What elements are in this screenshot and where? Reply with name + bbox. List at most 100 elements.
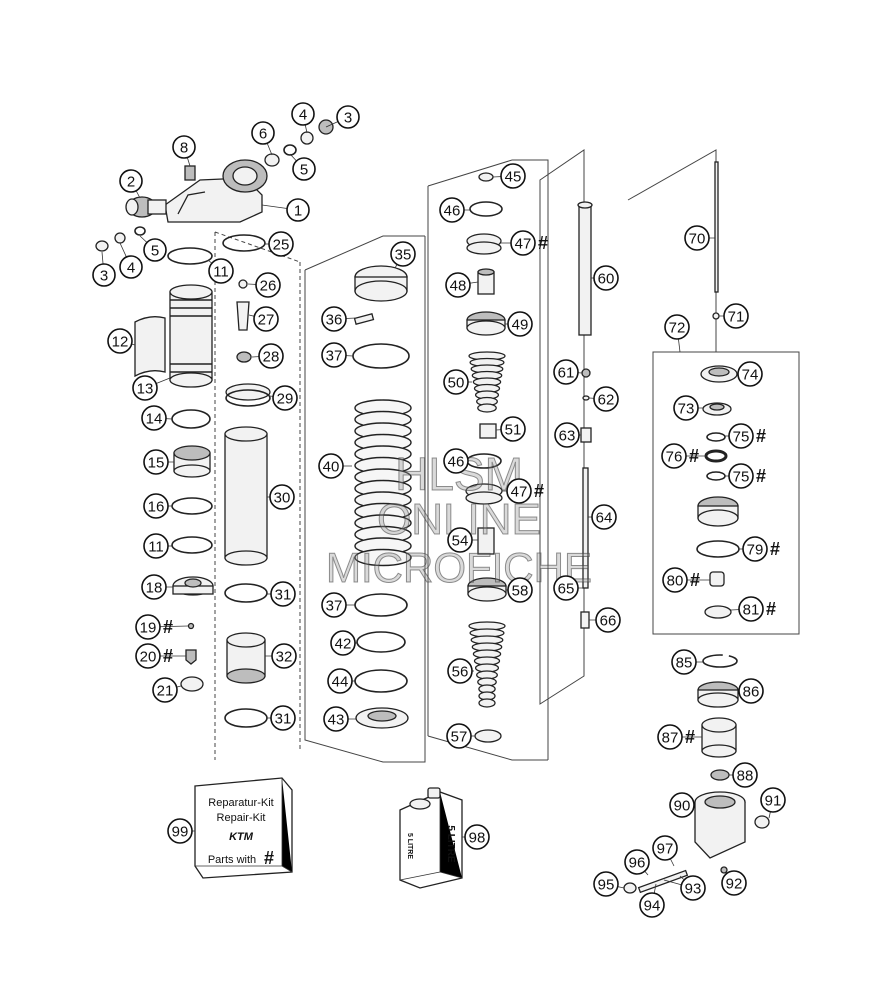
cap-32-part bbox=[226, 632, 266, 684]
callout-circle bbox=[107, 328, 133, 354]
callout-number: 74 bbox=[742, 367, 759, 384]
kit-label-2: Repair-Kit bbox=[217, 812, 266, 824]
callout-number: 76 bbox=[666, 449, 683, 466]
callout-number: 85 bbox=[676, 655, 693, 672]
oil-can bbox=[399, 787, 463, 889]
callout-circle bbox=[143, 533, 169, 559]
callout-circle bbox=[671, 649, 697, 675]
callout-31: 31 bbox=[267, 581, 296, 607]
callout-number: 88 bbox=[737, 768, 754, 785]
callout-number: 46 bbox=[444, 203, 461, 220]
callout-4: 4 bbox=[119, 242, 143, 279]
part-62 bbox=[582, 395, 590, 401]
callout-number: 97 bbox=[657, 841, 674, 858]
kit-hash-symbol: # bbox=[264, 848, 274, 868]
callout-number: 28 bbox=[263, 349, 280, 366]
callout-circle bbox=[143, 493, 169, 519]
callout-circle bbox=[553, 359, 579, 385]
adjuster-ring-35-part bbox=[354, 265, 408, 302]
callout-number: 25 bbox=[273, 237, 290, 254]
valve-20-part bbox=[185, 649, 197, 665]
protective-sleeve-part bbox=[134, 316, 166, 378]
callout-number: 27 bbox=[258, 312, 275, 329]
ring-42-part bbox=[356, 631, 406, 653]
callout-circle bbox=[132, 375, 158, 401]
callout-circle bbox=[253, 306, 279, 332]
callout-number: 11 bbox=[213, 264, 229, 281]
callout-number: 12 bbox=[112, 334, 129, 351]
callout-number: 5 bbox=[300, 162, 308, 179]
callout-circle bbox=[152, 677, 178, 703]
repair-kit-hash-marker: # bbox=[534, 481, 544, 501]
callout-32: 32 bbox=[265, 643, 297, 669]
ball-71-part bbox=[712, 312, 720, 320]
callout-number: 95 bbox=[598, 877, 615, 894]
callout-79: 79# bbox=[739, 536, 780, 562]
callout-62: 62 bbox=[588, 386, 619, 412]
callout-73: 73 bbox=[673, 395, 703, 421]
callout-number: 35 bbox=[395, 247, 412, 264]
callout-number: 13 bbox=[137, 381, 154, 398]
cylinder-30-part bbox=[224, 426, 268, 566]
housing-78-part bbox=[697, 496, 739, 527]
callout-54: 54 bbox=[447, 527, 478, 553]
callout-19: 19# bbox=[135, 614, 189, 640]
ball-19-part bbox=[187, 622, 195, 630]
callout-circle bbox=[657, 724, 683, 750]
callout-number: 31 bbox=[275, 711, 292, 728]
o-ring-11-part bbox=[167, 247, 213, 265]
callout-37: 37 bbox=[321, 342, 354, 368]
callout-number: 20 bbox=[140, 649, 157, 666]
repair-kit-hash-marker: # bbox=[163, 646, 173, 666]
callout-63: 63 bbox=[554, 422, 581, 448]
shim-disc bbox=[477, 403, 497, 413]
callout-circle bbox=[119, 169, 143, 193]
o-ring-14-part bbox=[171, 409, 211, 429]
callout-circle bbox=[443, 369, 469, 395]
callout-circle bbox=[92, 263, 116, 287]
callout-57: 57 bbox=[446, 723, 475, 749]
callout-circle bbox=[732, 762, 758, 788]
callout-number: 31 bbox=[275, 587, 292, 604]
callout-circle bbox=[723, 303, 749, 329]
callout-circle bbox=[167, 818, 193, 844]
callout-circle bbox=[506, 478, 532, 504]
needle-27-part bbox=[236, 301, 250, 331]
callout-51: 51 bbox=[495, 416, 526, 442]
repair-kit-box bbox=[194, 777, 293, 879]
callout-number: 3 bbox=[344, 110, 352, 127]
callout-circle bbox=[321, 306, 347, 332]
callout-number: 94 bbox=[644, 898, 661, 915]
callout-21: 21 bbox=[152, 677, 182, 703]
shim-stack-48-part bbox=[477, 268, 495, 295]
kit-label-3: Parts with bbox=[208, 854, 256, 866]
callout-94: 94 bbox=[639, 883, 665, 918]
piston-rod-60-part bbox=[577, 201, 593, 336]
callout-number: 43 bbox=[328, 712, 345, 729]
callout-number: 72 bbox=[669, 320, 686, 337]
callout-number: 70 bbox=[689, 231, 706, 248]
callout-circle bbox=[269, 484, 295, 510]
callout-number: 49 bbox=[512, 317, 529, 334]
callout-number: 99 bbox=[172, 824, 189, 841]
callout-86: 86 bbox=[738, 678, 764, 704]
callout-92: 92 bbox=[721, 870, 747, 896]
callout-95: 95 bbox=[593, 871, 625, 897]
callout-43: 43 bbox=[323, 706, 356, 732]
spring-seat-43-part bbox=[355, 707, 409, 729]
callout-circle bbox=[292, 157, 316, 181]
callout-circle bbox=[507, 577, 533, 603]
callout-number: 30 bbox=[274, 490, 291, 507]
callout-circle bbox=[443, 448, 469, 474]
shim-disc bbox=[478, 698, 496, 708]
repair-kit-hash-marker: # bbox=[685, 727, 695, 747]
callout-number: 79 bbox=[747, 542, 764, 559]
callout-number: 93 bbox=[685, 881, 702, 898]
callout-number: 14 bbox=[146, 411, 163, 428]
ball-26-part bbox=[238, 279, 248, 289]
callout-circle bbox=[728, 423, 754, 449]
callout-number: 5 bbox=[151, 243, 159, 260]
callout-number: 36 bbox=[326, 312, 343, 329]
callout-60: 60 bbox=[591, 265, 619, 291]
